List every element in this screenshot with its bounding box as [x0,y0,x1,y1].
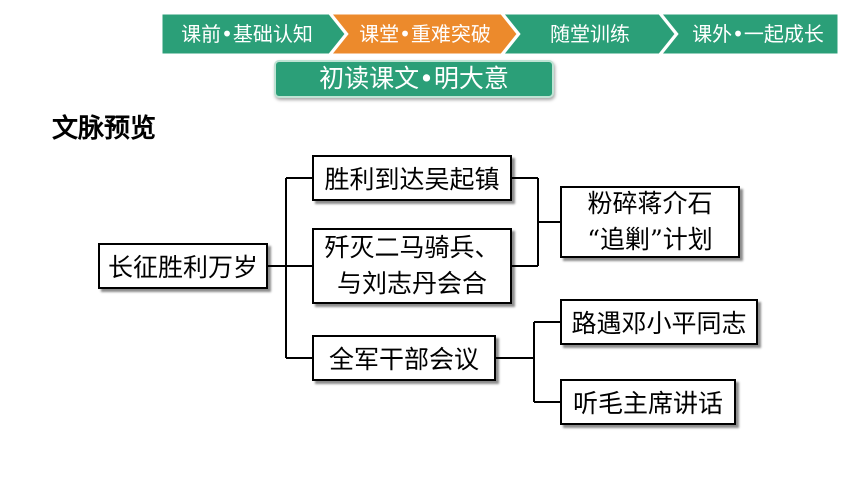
lesson-nav [161,13,839,55]
node-meeting-child-2: 听毛主席讲话 [560,379,736,425]
nav-tab-2[interactable]: 课堂•重难突破 [359,22,491,46]
node-meeting-child-1: 路遇邓小平同志 [560,299,758,345]
node-branch-2-line-1: 歼灭二马骑兵、 [324,233,500,262]
node-branch-3: 全军干部会议 [312,335,496,381]
node-branch-2-line-2: 与刘志丹会合 [336,269,487,298]
node-branch-1: 胜利到达吴起镇 [312,155,512,201]
nav-tab-bg-4 [660,13,839,55]
nav-tab-bg-3 [502,13,676,55]
node-branch-2: 歼灭二马骑兵、 与刘志丹会合 [312,228,512,304]
nav-tab-1[interactable]: 课前•基础认知 [181,22,313,46]
node-merge-result: 粉碎蒋介石 “追剿”计划 [560,186,740,258]
nav-tab-bg-2 [330,13,518,55]
nav-tab-bg-1 [161,13,346,55]
section-banner: 初读课文•明大意 [274,60,554,98]
node-root: 长征胜利万岁 [98,243,268,289]
nav-tab-3[interactable]: 随堂训练 [550,22,630,46]
section-heading: 文脉预览 [52,114,157,144]
nav-tab-4[interactable]: 课外•一起成长 [692,22,824,46]
node-merge-result-line-1: 粉碎蒋介石 [587,189,713,218]
node-merge-result-line-2: “追剿”计划 [587,225,713,254]
